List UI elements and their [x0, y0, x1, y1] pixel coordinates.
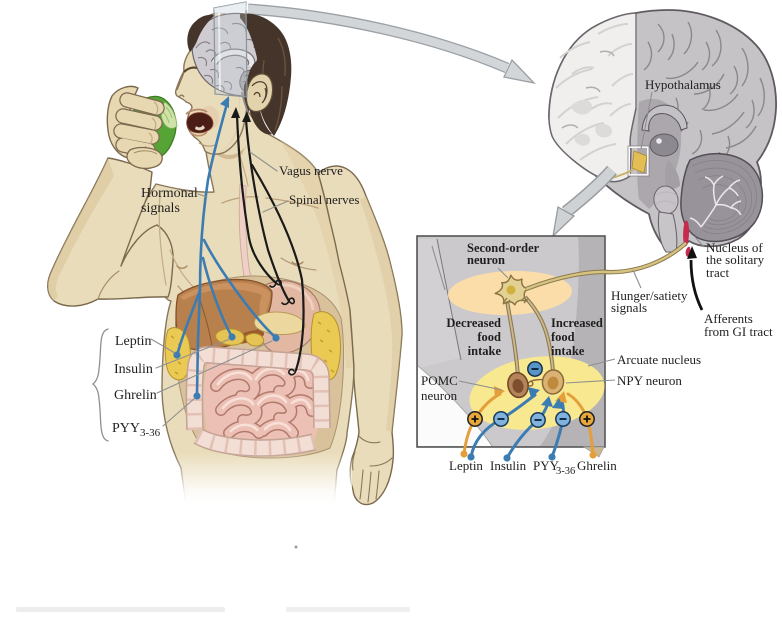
svg-text:3-36: 3-36	[556, 466, 575, 477]
svg-text:Hormonal: Hormonal	[141, 186, 198, 201]
svg-text:food: food	[477, 330, 501, 344]
svg-text:PYY: PYY	[533, 458, 560, 473]
svg-text:Nucleus of: Nucleus of	[706, 240, 763, 255]
svg-text:neuron: neuron	[467, 253, 505, 267]
svg-text:food: food	[551, 330, 575, 344]
svg-text:Decreased: Decreased	[446, 316, 501, 330]
svg-text:from GI tract: from GI tract	[704, 324, 773, 339]
svg-text:Hypothalamus: Hypothalamus	[645, 77, 721, 92]
svg-text:Afferents: Afferents	[704, 311, 753, 326]
svg-text:Ghrelin: Ghrelin	[577, 458, 617, 473]
svg-text:signals: signals	[141, 201, 180, 216]
svg-text:POMC: POMC	[421, 373, 458, 388]
svg-text:neuron: neuron	[421, 388, 458, 403]
svg-text:intake: intake	[551, 344, 585, 358]
svg-text:Leptin: Leptin	[449, 458, 483, 473]
svg-text:Hunger/satiety: Hunger/satiety	[611, 288, 688, 303]
svg-text:the solitary: the solitary	[706, 252, 765, 267]
svg-text:Insulin: Insulin	[490, 458, 527, 473]
svg-text:Ghrelin: Ghrelin	[114, 388, 157, 403]
svg-text:NPY neuron: NPY neuron	[617, 373, 682, 388]
svg-text:Insulin: Insulin	[114, 362, 153, 377]
svg-text:Leptin: Leptin	[115, 334, 152, 349]
svg-text:PYY: PYY	[112, 421, 140, 436]
svg-text:Second-order: Second-order	[467, 241, 540, 255]
svg-text:signals: signals	[611, 300, 647, 315]
svg-text:3-36: 3-36	[140, 427, 161, 439]
svg-text:intake: intake	[468, 344, 502, 358]
svg-text:tract: tract	[706, 265, 729, 280]
svg-text:Increased: Increased	[551, 316, 603, 330]
svg-text:Spinal nerves: Spinal nerves	[289, 192, 359, 207]
svg-text:Arcuate nucleus: Arcuate nucleus	[617, 352, 701, 367]
svg-text:Vagus nerve: Vagus nerve	[279, 163, 343, 178]
